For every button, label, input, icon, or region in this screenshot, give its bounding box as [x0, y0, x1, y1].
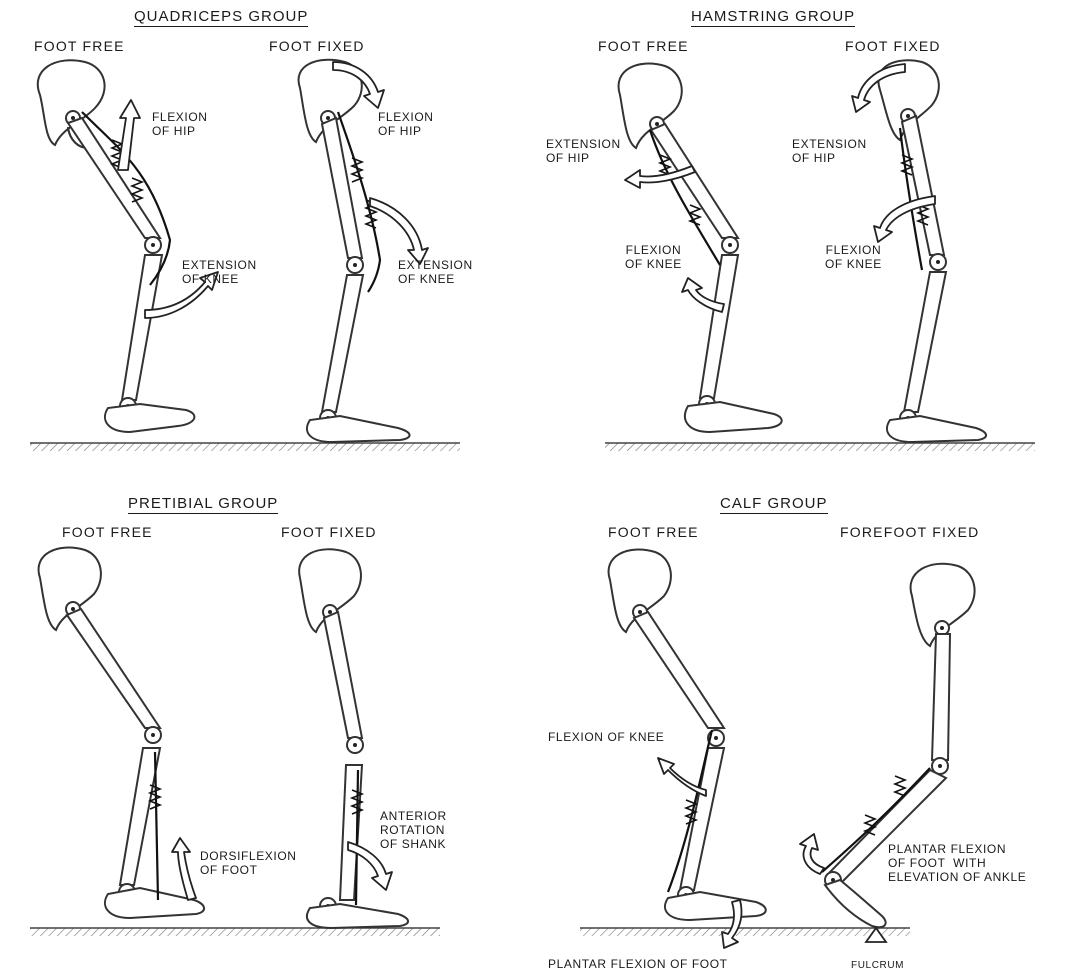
calf-fixed-leg [800, 564, 975, 942]
quadriceps-right-caption: FOOT FIXED [269, 38, 365, 54]
quad-fixed-knee-label: EXTENSION OF KNEE [398, 258, 473, 286]
hamstring-right-caption: FOOT FIXED [845, 38, 941, 54]
pre-free-foot-label: DORSIFLEXION OF FOOT [200, 849, 297, 877]
calf-left-caption: FOOT FREE [608, 524, 699, 540]
pre-fixed-leg [299, 549, 408, 928]
pretibial-left-caption: FOOT FREE [62, 524, 153, 540]
ham-fixed-knee-label: FLEXION OF KNEE [825, 243, 882, 271]
pretibial-title: PRETIBIAL GROUP [128, 495, 278, 514]
ground-hamstring [605, 443, 1035, 451]
calf-free-knee-label: FLEXION OF KNEE [548, 730, 664, 744]
ground-calf [580, 928, 910, 936]
calf-right-caption: FOREFOOT FIXED [840, 524, 979, 540]
calf-free-leg [609, 550, 766, 948]
hamstring-left-caption: FOOT FREE [598, 38, 689, 54]
quad-fixed-hip-label: FLEXION OF HIP [378, 110, 434, 138]
pretibial-right-caption: FOOT FIXED [281, 524, 377, 540]
quad-free-hip-label: FLEXION OF HIP [152, 110, 208, 138]
ham-free-hip-label: EXTENSION OF HIP [546, 137, 621, 165]
ground-quadriceps [30, 443, 460, 451]
ham-free-knee-label: FLEXION OF KNEE [625, 243, 682, 271]
hamstring-title: HAMSTRING GROUP [691, 8, 855, 27]
calf-free-foot-label: PLANTAR FLEXION OF FOOT [548, 957, 728, 971]
fulcrum-label: FULCRUM [851, 959, 904, 973]
pre-fixed-shank-label: ANTERIOR ROTATION OF SHANK [380, 809, 447, 851]
ground-pretibial [30, 928, 440, 936]
quad-free-knee-label: EXTENSION OF KNEE [182, 258, 257, 286]
calf-fixed-foot-label: PLANTAR FLEXION OF FOOT WITH ELEVATION O… [888, 842, 1026, 884]
ham-fixed-hip-label: EXTENSION OF HIP [792, 137, 867, 165]
quadriceps-title: QUADRICEPS GROUP [134, 8, 308, 27]
pre-free-leg [39, 548, 205, 918]
quadriceps-left-caption: FOOT FREE [34, 38, 125, 54]
calf-title: CALF GROUP [720, 495, 828, 514]
